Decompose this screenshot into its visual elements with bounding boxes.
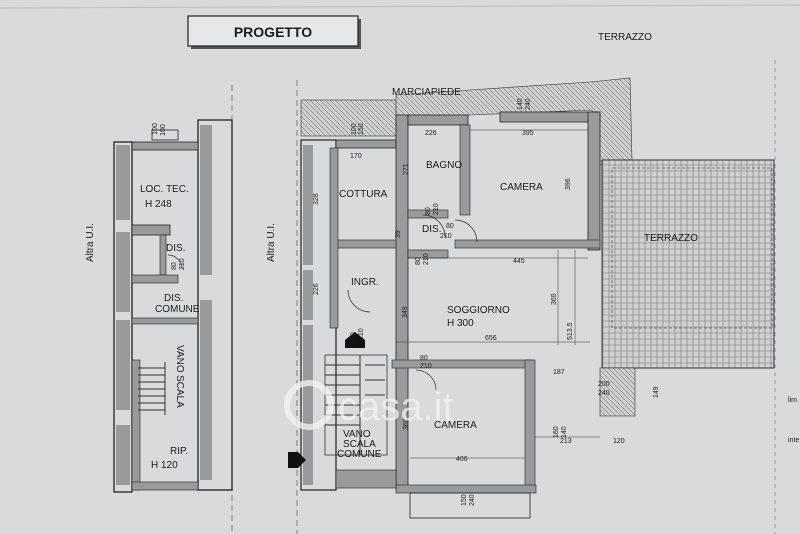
watermark-text: casa.it (338, 385, 454, 429)
lim-label: lim (788, 397, 797, 404)
right-plan: Altra U.I. MARCIAPIEDE (266, 77, 799, 519)
scala-label: SCALA (174, 375, 185, 408)
terrazzo-top-label: TERRAZZO (598, 32, 652, 43)
dimension-label: 210 (420, 363, 432, 370)
dimension-label: 200 (598, 381, 610, 388)
dimension-label: 210 (423, 253, 430, 265)
altra-ui-left-label: Altra U.I. (85, 223, 96, 262)
dimension-label: 226 (313, 283, 320, 295)
dimension-label: 80 (420, 355, 428, 362)
rip-label: RIP. (170, 446, 188, 457)
dimension-label: 406 (456, 456, 468, 463)
dimension-label: 240 (469, 494, 476, 506)
dimension-label: 90 (350, 332, 357, 340)
dimension-label: 656 (485, 335, 497, 342)
dimension-label: 149 (653, 386, 660, 398)
bagno-label: BAGNO (426, 160, 462, 171)
dimension-label: 170 (350, 153, 362, 160)
dimension-label: 80 (425, 207, 432, 215)
entry-arrow-icon (345, 332, 365, 348)
dimension-label: 80 (446, 223, 454, 230)
dimension-label: 80 (171, 262, 178, 270)
dimension-label: 328 (313, 193, 320, 205)
dimension-label: 349 (402, 306, 409, 318)
dimension-label: 100 (152, 123, 159, 135)
dimension-label: 226 (425, 130, 437, 137)
camera-2-label: CAMERA (434, 420, 477, 431)
left-plan: Altra U.I. 100 100 LOC (85, 119, 233, 493)
left-stairs (138, 362, 166, 415)
inte-label: inte (788, 437, 799, 444)
dimension-label: 365 (551, 293, 558, 305)
dimension-label: 513.5 (567, 322, 574, 340)
cottura-label: COTTURA (339, 189, 388, 200)
dimension-label: 210 (440, 233, 452, 240)
rip-height: H 120 (151, 460, 178, 471)
page-title: PROGETTO (234, 24, 312, 40)
marciapiede-label: MARCIAPIEDE (392, 87, 461, 98)
dimension-label: 395 (522, 130, 534, 137)
dis-label: DIS. (166, 243, 185, 254)
title-box: PROGETTO (187, 15, 361, 49)
vano-scala-comune-3: COMUNE (337, 449, 382, 460)
dis-comune-label-1: DIS. (164, 293, 183, 304)
dis-right-label: DIS. (422, 224, 441, 235)
altra-ui-right-label: Altra U.I. (266, 223, 277, 262)
dimension-label: 240 (525, 98, 532, 110)
entry-arrow-icon-2 (288, 452, 306, 468)
dimension-label: 187 (553, 369, 565, 376)
dimension-label: 80 (415, 257, 422, 265)
dimension-label: 150 (461, 494, 468, 506)
loc-tec-height: H 248 (145, 199, 172, 210)
dimension-label: 360 (403, 418, 410, 430)
dimension-label: 396 (565, 178, 572, 190)
dimension-label: 210 (433, 203, 440, 215)
dimension-label: 150 (358, 123, 365, 135)
dimension-label: 271 (403, 163, 410, 175)
dimension-label: 210 (179, 258, 186, 270)
watermark: casa.it (284, 380, 454, 430)
dimension-label: 445 (513, 258, 525, 265)
dimension-label: 120 (613, 438, 625, 445)
loc-tec-label: LOC. TEC. (140, 184, 189, 195)
dimension-label: 140 (517, 98, 524, 110)
dimension-label: 210 (358, 328, 365, 340)
dimension-label: 160 (553, 426, 560, 438)
terrazzo-label: TERRAZZO (644, 233, 698, 244)
soggiorno-height: H 300 (447, 318, 474, 329)
dimension-label: 213 (560, 438, 572, 445)
vano-label: VANO (174, 345, 185, 373)
camera-label: CAMERA (500, 182, 543, 193)
dimension-label: 100 (351, 123, 358, 135)
dimension-label: 240 (598, 390, 610, 397)
dimension-label: 100 (160, 124, 167, 136)
soggiorno-label: SOGGIORNO (447, 305, 510, 316)
dimension-label: 39 (395, 230, 402, 238)
dis-comune-label-2: COMUNE (155, 304, 200, 315)
dimension-label: 140 (561, 426, 568, 438)
vano-scala-comune-1: VANO (343, 429, 371, 440)
ingr-label: INGR. (351, 277, 379, 288)
vano-scala-comune-2: SCALA (343, 439, 376, 450)
